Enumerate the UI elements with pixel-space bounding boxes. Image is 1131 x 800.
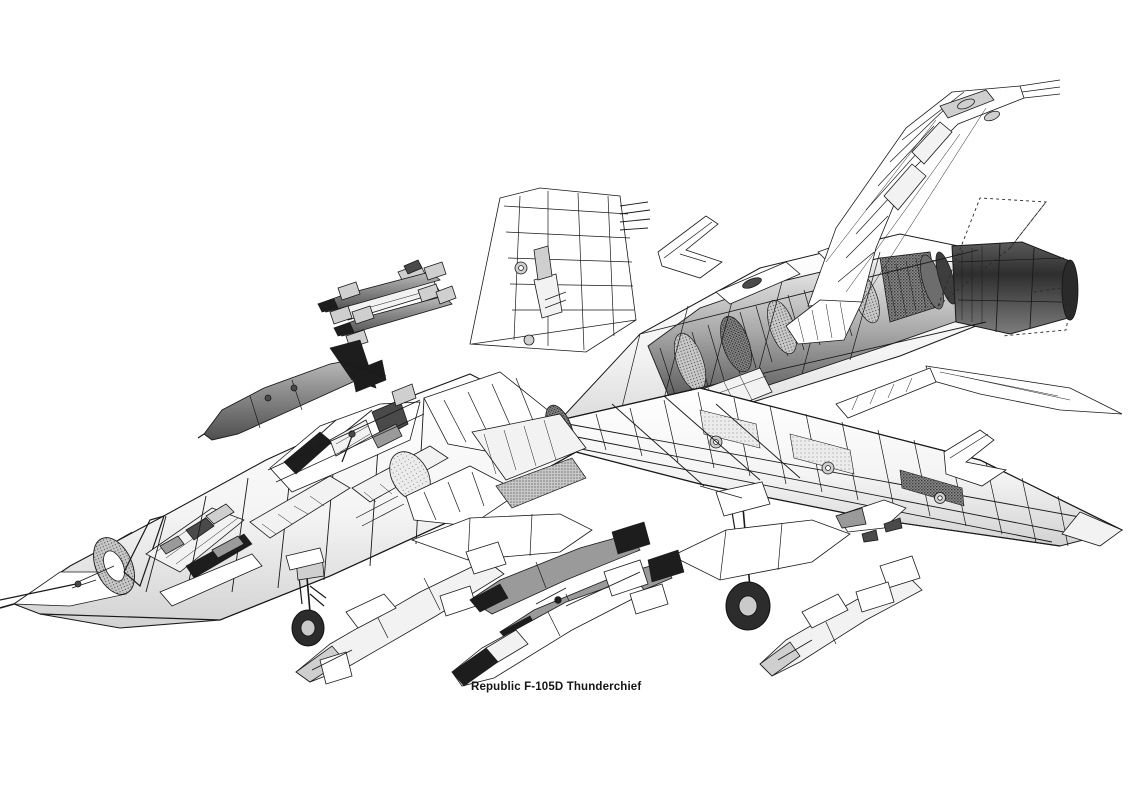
forward-avionics-bay [145,503,245,573]
missile-lower-right [759,555,923,677]
side-equipment-bays [185,445,449,579]
fin-ribs [837,91,965,283]
afterburner-nozzle [951,241,1079,335]
general-purpose-bomb-large [197,339,387,441]
cockpit [267,383,425,493]
main-wing-structure [559,387,1124,547]
missile-lower-left [295,541,507,685]
sidewinder-pair-on-rail [317,259,457,349]
speed-brake-outline [937,197,1075,337]
fin-spars [825,107,987,303]
figure-caption: Republic F-105D Thunderchief [471,681,642,693]
right-tail-fin-detail [943,429,1008,487]
turbine-section [879,251,957,323]
bomb-above-caption [451,559,669,687]
horizontal-stabilator-right [835,365,1123,419]
vertical-stabilizer [785,79,1061,345]
ventral-fin-structure [469,187,651,353]
mid-fuselage-bay [471,413,587,509]
nose-landing-gear [285,547,327,647]
wing-fuel-tank [671,519,851,581]
underwing-pod [835,499,907,543]
horizontal-stabilator-left [657,215,723,279]
